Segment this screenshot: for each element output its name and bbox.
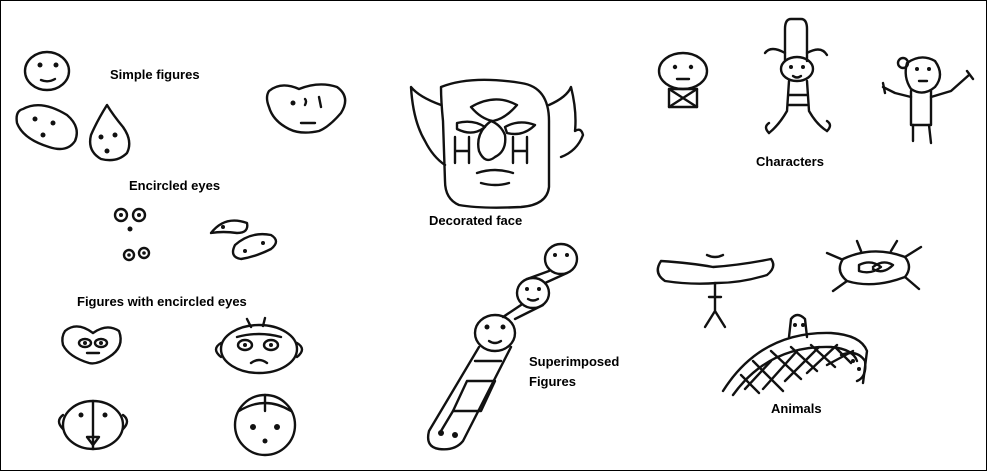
label-superimposed-line1: Superimposed: [529, 354, 620, 369]
animal-beetle: [825, 239, 923, 293]
simple-figure-oval-face: [15, 103, 78, 151]
encircled-figure-eared: [214, 316, 304, 375]
animal-arched-net: [721, 313, 869, 397]
superimposed-figures: [426, 242, 579, 451]
label-figures-with-encircled-eyes: Figures with encircled eyes: [77, 294, 247, 309]
encircled-eyes-bean: [231, 232, 278, 261]
label-characters: Characters: [756, 154, 824, 169]
simple-figure-round-face: [23, 50, 71, 92]
animal-bird: [656, 253, 775, 329]
label-simple-figures: Simple figures: [110, 67, 200, 82]
encircled-figure-heart: [61, 325, 122, 365]
simple-figure-heart-face: [265, 83, 347, 134]
decorated-face: [409, 78, 585, 209]
character-tall-headdress: [763, 17, 832, 135]
label-superimposed-line2: Figures: [529, 374, 576, 389]
label-encircled-eyes: Encircled eyes: [129, 178, 221, 193]
character-arms-raised: [881, 56, 975, 145]
label-decorated-face: Decorated face: [429, 213, 523, 228]
label-animals: Animals: [771, 401, 822, 416]
character-boxed-face: [657, 51, 709, 109]
simple-figure-drop-face: [88, 103, 131, 162]
encircled-eyes-pair-bottom: [122, 246, 151, 262]
encircled-figure-round-ears: [57, 399, 129, 451]
encircled-eyes-pair-top: [113, 207, 147, 232]
encircled-eyes-lips: [209, 219, 249, 235]
encircled-figure-helmet: [233, 393, 297, 457]
